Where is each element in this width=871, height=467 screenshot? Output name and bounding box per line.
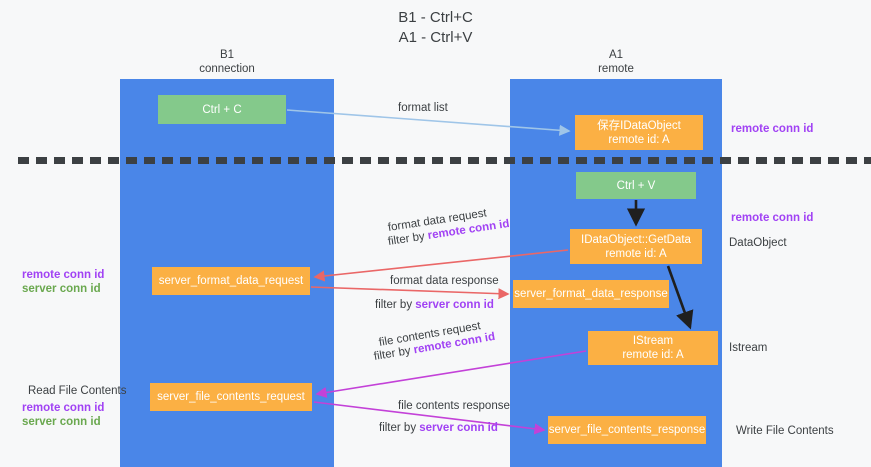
title-line-1: B1 - Ctrl+C [398,9,473,26]
lane-header-a1: A1 remote [510,48,722,76]
node-idataobject-getdata-line2: remote id: A [605,247,667,260]
annotation-istream: Istream [729,342,768,354]
annotation-left-remote-conn-id-mid: remote conn id [22,269,105,281]
edge-label-format-data-response-filter: filter by server conn id [375,298,494,312]
node-idataobject-remote-line1: 保存IDataObject [597,119,681,132]
annotation-left-server-conn-id-mid: server conn id [22,283,101,295]
node-istream-remote[interactable]: IStream remote id: A [588,331,718,365]
node-istream-remote-line1: IStream [632,335,674,347]
lane-header-b1-name: B1 [219,49,235,61]
node-ctrl-c-label: Ctrl + C [202,103,242,116]
node-server-format-data-response-label: server_format_data_response [514,288,668,300]
filter-key-server-conn-id: server conn id [419,422,498,434]
title-line-2: A1 - Ctrl+V [398,29,473,46]
annotation-left-server-conn-id-bottom: server conn id [22,416,101,428]
node-idataobject-getdata[interactable]: IDataObject::GetData remote id: A [570,229,702,264]
node-server-file-contents-response[interactable]: server_file_contents_response [548,416,706,444]
node-server-format-data-request-label: server_format_data_request [158,275,304,287]
annotation-write-file-contents: Write File Contents [736,425,834,437]
node-ctrl-v-label: Ctrl + V [616,179,656,192]
lane-header-a1-sub: remote [598,63,634,75]
node-istream-remote-line2: remote id: A [622,349,684,361]
node-ctrl-c[interactable]: Ctrl + C [158,95,286,124]
edge-label-file-contents-response-filter: filter by server conn id [379,421,498,435]
node-idataobject-getdata-line1: IDataObject::GetData [581,233,691,246]
node-idataobject-remote[interactable]: 保存IDataObject remote id: A [575,115,703,150]
node-ctrl-v[interactable]: Ctrl + V [576,172,696,199]
node-server-format-data-request[interactable]: server_format_data_request [152,267,310,295]
filter-prefix: filter by [375,299,416,311]
edge-label-format-data-response: format data response [390,275,499,287]
diagram-title: B1 - Ctrl+C A1 - Ctrl+V [0,8,871,48]
lane-header-b1: B1 connection [120,48,334,76]
filter-key-server-conn-id: server conn id [415,299,494,311]
annotation-left-remote-conn-id-bottom: remote conn id [22,402,105,414]
node-server-file-contents-request[interactable]: server_file_contents_request [150,383,312,411]
node-server-file-contents-request-label: server_file_contents_request [157,391,305,403]
edge-label-file-contents-response: file contents response [398,400,510,412]
annotation-remote-conn-id-mid: remote conn id [731,212,814,224]
filter-prefix: filter by [379,422,420,434]
node-server-file-contents-response-label: server_file_contents_response [548,424,706,436]
edge-format-data-response [310,286,510,300]
annotation-read-file-contents: Read File Contents [28,385,127,397]
annotation-remote-conn-id-top: remote conn id [731,123,814,135]
phase-divider [18,157,871,164]
lane-header-b1-sub: connection [199,63,255,75]
edge-label-format-list: format list [398,102,448,114]
annotation-dataobject: DataObject [729,237,787,249]
lane-header-a1-name: A1 [608,49,624,61]
node-server-format-data-response[interactable]: server_format_data_response [513,280,669,308]
node-idataobject-remote-line2: remote id: A [608,133,670,146]
